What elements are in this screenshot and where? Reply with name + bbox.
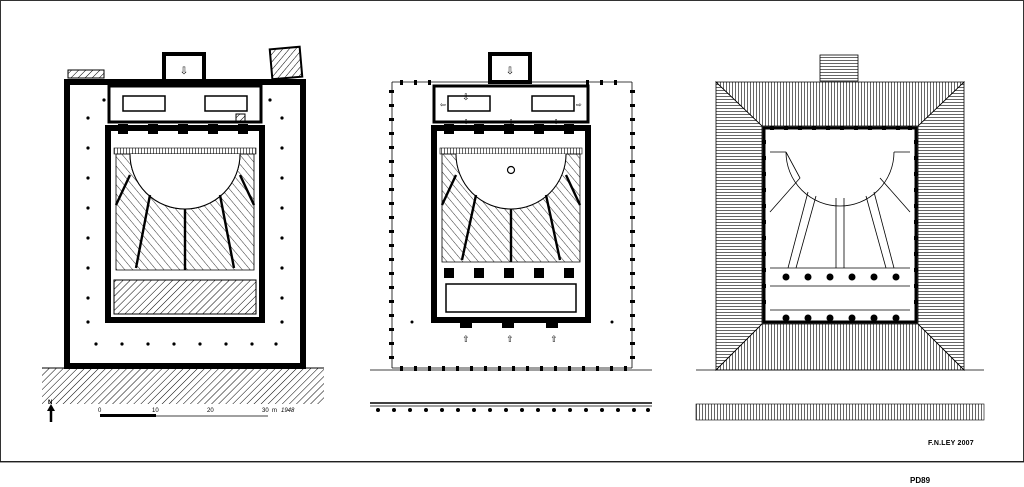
roof-west [715, 81, 763, 371]
scale-tick-20: 20 [207, 408, 214, 414]
svg-text:⇦: ⇦ [440, 101, 446, 109]
plan-right [695, 54, 985, 421]
plan-left: ⇩ [42, 45, 324, 404]
plate-number: PD89 [910, 476, 931, 485]
svg-text:⇧: ⇧ [462, 335, 470, 345]
roof-east [917, 81, 965, 371]
stage-building [107, 84, 263, 124]
hall [762, 126, 918, 324]
porch [162, 52, 206, 84]
ground-hatch [42, 368, 324, 404]
svg-text:⇩: ⇩ [180, 66, 188, 77]
svg-text:⇧: ⇧ [550, 335, 558, 345]
scale-unit: m [272, 408, 277, 414]
svg-text:⇨: ⇨ [576, 101, 582, 109]
svg-text:⇩: ⇩ [508, 118, 514, 126]
svg-text:⇧: ⇧ [506, 335, 514, 345]
scale-bar: 0 10 20 30 m 1948 [98, 408, 295, 417]
scale-tick-30: 30 [262, 408, 269, 414]
north-label: N [48, 400, 52, 406]
scale-tick-10: 10 [152, 408, 159, 414]
scale-tick-0: 0 [98, 408, 102, 414]
plan-middle: ⇩ ⇦ ⇨ ⇩ ⇩ ⇩ ⇩ ⇧ ⇧ ⇧ [370, 52, 652, 412]
north-arrow: N [47, 400, 55, 422]
scale-date: 1948 [281, 408, 295, 414]
author-credit: F.N.LEY 2007 [928, 440, 974, 447]
svg-text:⇩: ⇩ [463, 118, 469, 126]
svg-text:⇩: ⇩ [462, 93, 470, 103]
svg-text:⇩: ⇩ [553, 118, 559, 126]
svg-text:⇩: ⇩ [506, 66, 514, 77]
